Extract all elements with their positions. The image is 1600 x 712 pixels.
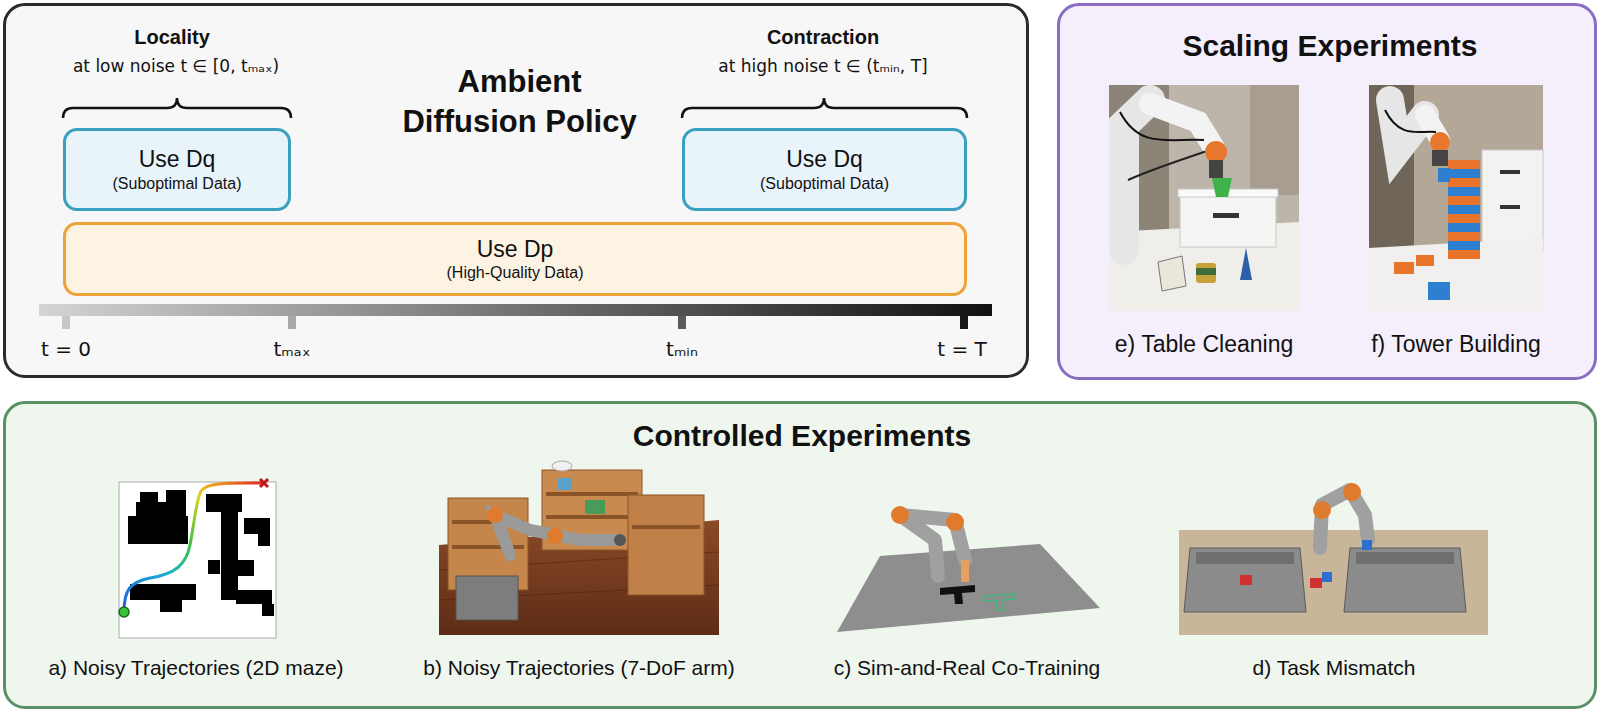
timeline-label: t = 0 xyxy=(41,337,91,361)
noise-range: at high noise t ∈ (tₘᵢₙ, T] xyxy=(718,56,927,76)
photo-caption: e) Table Cleaning xyxy=(1115,331,1294,358)
panel-title: Controlled Experiments xyxy=(552,418,1052,454)
timeline-label: tₘₐₓ xyxy=(273,337,310,361)
data-box: Use Dq(Suboptimal Data) xyxy=(682,128,967,211)
data-band: Use Dp(High-Quality Data) xyxy=(63,222,967,296)
box-sublabel: (High-Quality Data) xyxy=(447,263,584,283)
noise-range: at low noise t ∈ [0, tₘₐₓ) xyxy=(73,56,279,76)
box-sublabel: (Suboptimal Data) xyxy=(760,174,889,194)
experiment-caption: b) Noisy Trajectories (7-DoF arm) xyxy=(423,656,735,680)
box-label: Use Dp xyxy=(477,235,554,264)
panel-title: Ambient Diffusion Policy xyxy=(392,62,647,142)
timeline-label: t = T xyxy=(937,337,987,361)
box-sublabel: (Suboptimal Data) xyxy=(113,174,242,194)
box-label: Use Dq xyxy=(786,145,863,174)
section-heading: Locality xyxy=(134,26,210,49)
box-label: Use Dq xyxy=(139,145,216,174)
data-box: Use Dq(Suboptimal Data) xyxy=(63,128,291,211)
scaling-panel: Scaling Experiments xyxy=(1057,3,1597,380)
experiment-caption: a) Noisy Trajectories (2D maze) xyxy=(48,656,343,680)
section-heading: Contraction xyxy=(767,26,879,49)
timeline-label: tₘᵢₙ xyxy=(666,337,698,361)
experiment-caption: c) Sim-and-Real Co-Training xyxy=(834,656,1100,680)
photo-caption: f) Tower Building xyxy=(1371,331,1541,358)
panel-title: Scaling Experiments xyxy=(1130,28,1530,64)
experiment-caption: d) Task Mismatch xyxy=(1253,656,1416,680)
